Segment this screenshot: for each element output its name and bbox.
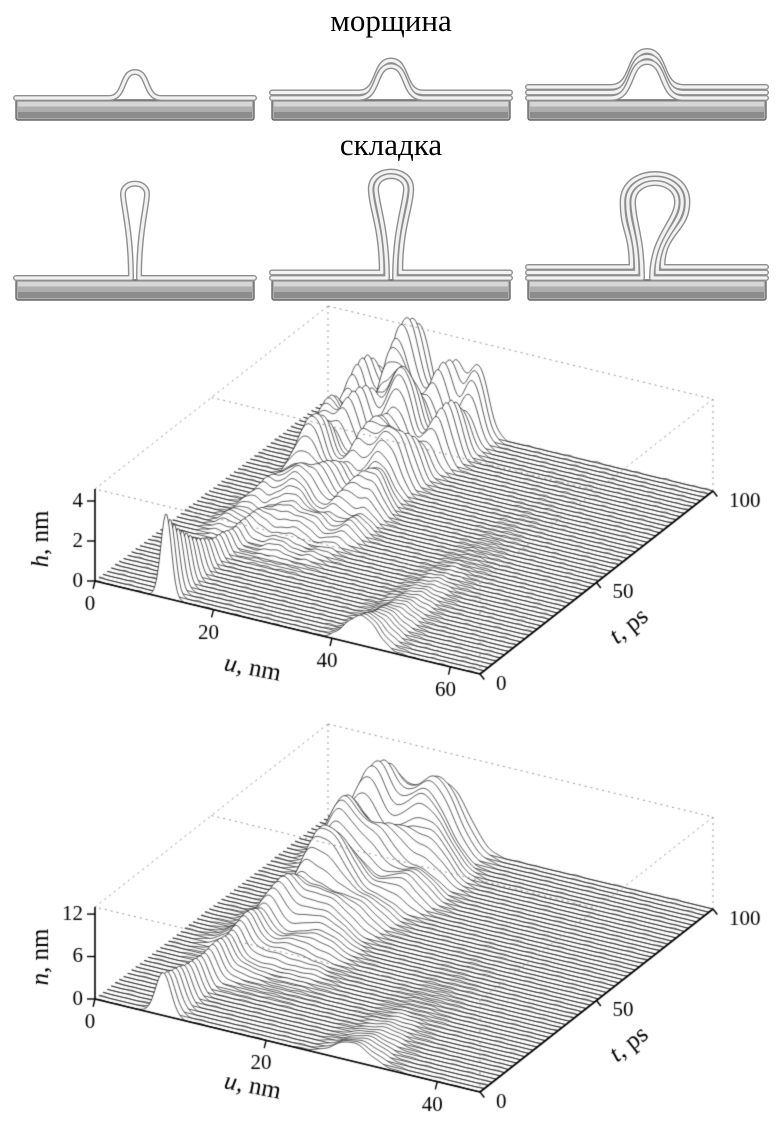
fold-panel-1 <box>13 180 257 301</box>
substrate-shade <box>274 292 508 298</box>
membrane-layer-core <box>14 182 256 280</box>
membrane-layer-core <box>270 174 512 280</box>
wrinkle-panel-2 <box>269 57 513 121</box>
membrane-layer-core <box>526 54 768 95</box>
substrate-top-highlight <box>18 282 252 287</box>
substrate-shade <box>530 112 764 118</box>
membrane-layer-outline <box>525 171 769 270</box>
wrinkle-panel-3 <box>525 48 769 121</box>
membrane-layer-core <box>526 181 768 280</box>
membrane-layer-outline <box>269 173 513 281</box>
wrinkle-title: морщина <box>330 3 452 38</box>
fold-row <box>0 164 782 304</box>
membrane-layer-core <box>270 169 512 275</box>
surface-plot-n <box>0 722 782 1140</box>
membrane-layer-core <box>526 172 768 269</box>
fold-title: складка <box>339 127 443 162</box>
fold-panel-3 <box>525 171 769 301</box>
membrane-layer-core <box>14 70 256 100</box>
membrane-layer-core <box>270 58 512 95</box>
substrate-top-highlight <box>274 102 508 107</box>
surface-plot-h <box>0 304 782 722</box>
substrate-top-highlight <box>530 282 764 287</box>
substrate-shade <box>274 112 508 118</box>
substrate-shade <box>18 112 252 118</box>
membrane-layer-core <box>526 177 768 275</box>
membrane-layer-core <box>270 64 512 100</box>
substrate-top-highlight <box>530 102 764 107</box>
membrane-layer-outline <box>13 69 257 101</box>
figure: морщина складка <box>0 3 782 1140</box>
membrane-layer-outline <box>525 175 769 276</box>
membrane-layer-core <box>526 49 768 89</box>
wrinkle-panel-1 <box>13 69 257 121</box>
substrate-shade <box>18 292 252 298</box>
substrate-top-highlight <box>18 102 252 107</box>
membrane-layer-outline <box>269 168 513 276</box>
substrate-top-highlight <box>274 282 508 287</box>
fold-panel-2 <box>269 168 513 301</box>
membrane-layer-core <box>526 60 768 100</box>
substrate-shade <box>530 292 764 298</box>
membrane-layer-outline <box>13 180 257 281</box>
membrane-layer-outline <box>525 180 769 281</box>
wrinkle-row <box>0 40 782 124</box>
